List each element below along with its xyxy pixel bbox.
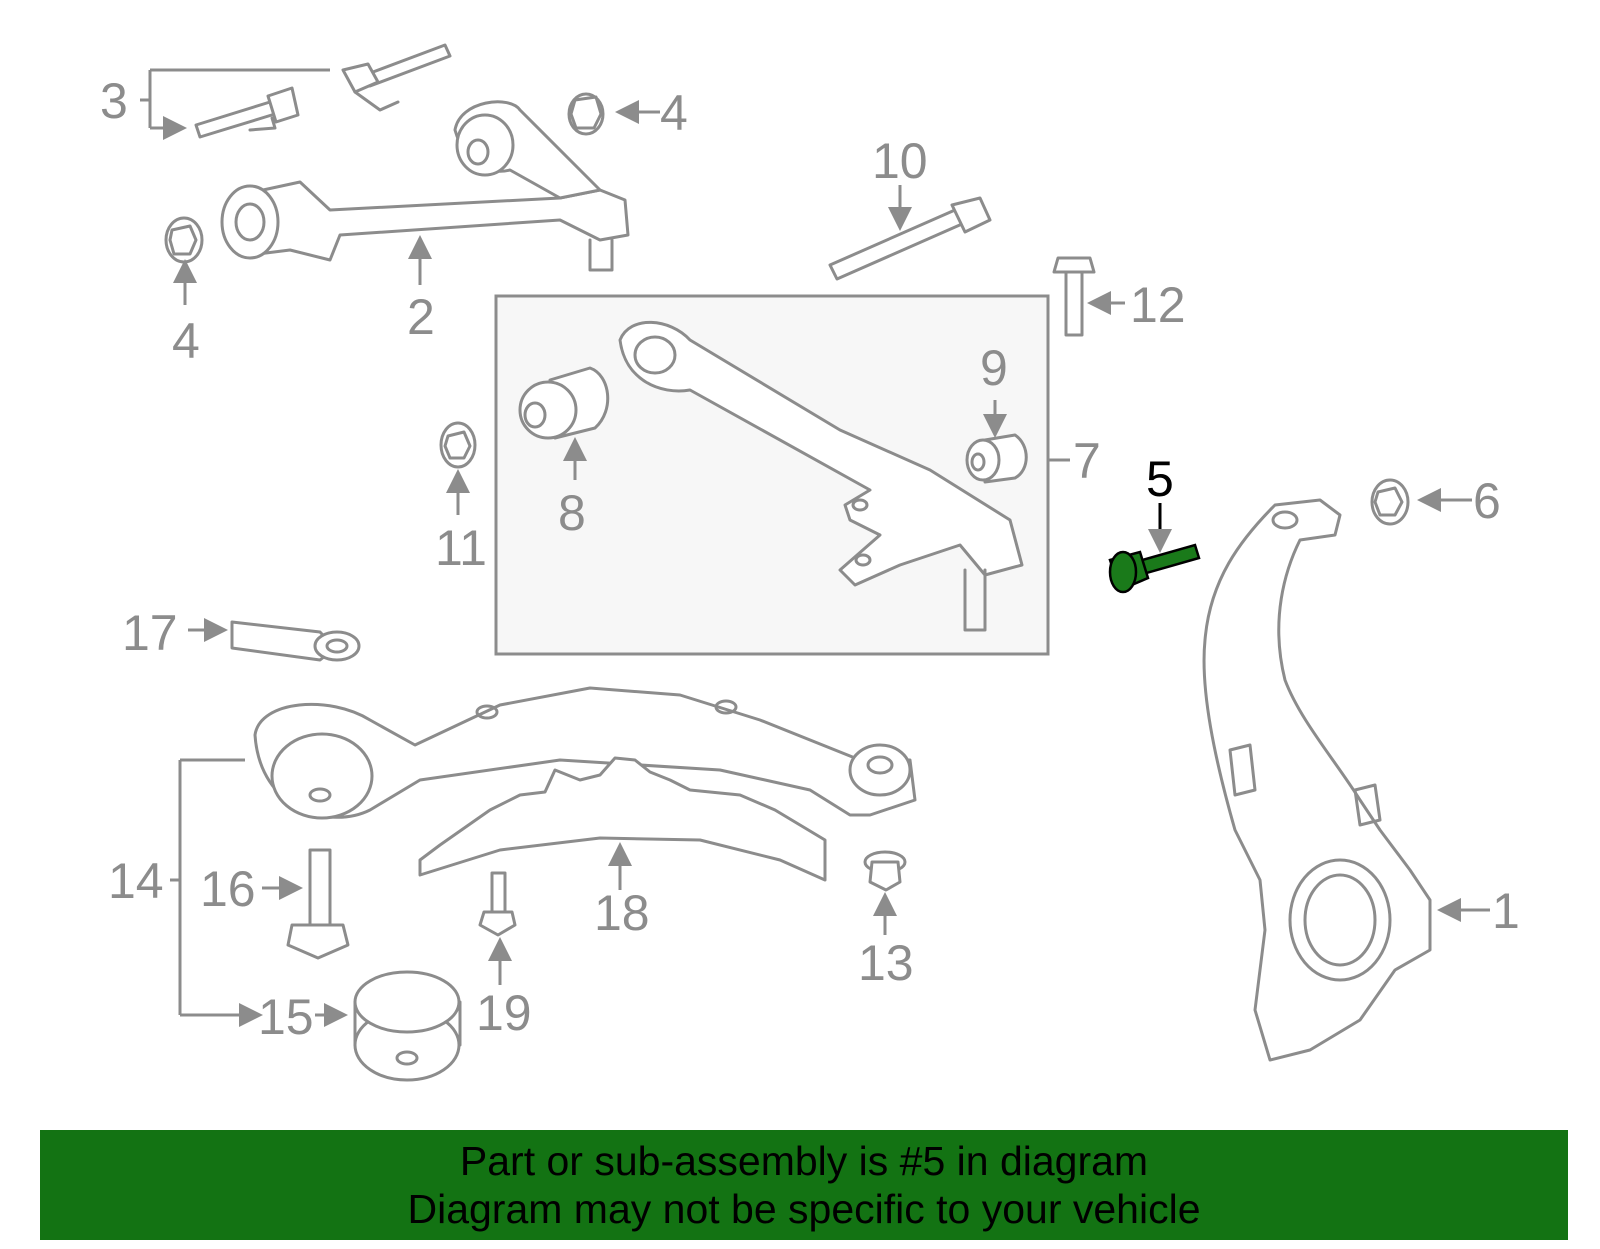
callout-8: 8 [558, 485, 586, 541]
callout-19: 19 [476, 985, 532, 1041]
part-11-nut[interactable] [439, 421, 477, 469]
part-7-lower-arm[interactable] [618, 320, 1024, 632]
info-banner: Part or sub-assembly is #5 in diagram Di… [40, 1130, 1568, 1240]
callout-10: 10 [872, 133, 928, 189]
callout-4-left: 4 [172, 313, 200, 369]
callout-5: 5 [1146, 451, 1174, 507]
callout-7: 7 [1073, 433, 1101, 489]
banner-line-2: Diagram may not be specific to your vehi… [407, 1186, 1201, 1232]
callout-15: 15 [258, 989, 314, 1045]
banner-line-1: Part or sub-assembly is #5 in diagram [459, 1138, 1149, 1184]
part-16-bolt[interactable] [286, 848, 350, 960]
part-9-bushing[interactable] [965, 433, 1028, 484]
callout-17: 17 [122, 605, 178, 661]
part-19-bolt[interactable] [478, 871, 517, 937]
part-1-knuckle[interactable] [1202, 498, 1432, 1062]
part-4-nut-top[interactable] [567, 92, 605, 136]
part-4-nut-left[interactable] [164, 216, 204, 264]
part-8-bushing[interactable] [518, 366, 610, 440]
callout-2: 2 [407, 289, 435, 345]
callout-6: 6 [1473, 473, 1501, 529]
part-3-bolts[interactable] [194, 43, 452, 139]
part-12-bolt[interactable] [1052, 256, 1096, 337]
callout-4-top: 4 [660, 85, 688, 141]
part-5-bolt[interactable] [1108, 543, 1201, 594]
callout-9: 9 [980, 340, 1008, 396]
part-6-nut[interactable] [1370, 478, 1410, 526]
part-2-upper-arm[interactable] [220, 100, 630, 272]
inset-box-7 [494, 294, 1050, 656]
parts-diagram: 3 4 4 2 10 12 9 7 8 11 5 6 17 1 14 16 18… [100, 43, 1520, 1082]
callout-16: 16 [200, 861, 256, 917]
part-17-link[interactable] [230, 620, 361, 662]
callout-18: 18 [594, 885, 650, 941]
callout-1: 1 [1492, 883, 1520, 939]
part-10-bolt[interactable] [828, 196, 992, 281]
callout-3: 3 [100, 73, 128, 129]
callout-labels: 3 4 4 2 10 12 9 7 8 11 5 6 17 1 14 16 18… [100, 73, 1520, 1045]
callout-11: 11 [435, 520, 487, 576]
leader-lines [140, 68, 1490, 1015]
part-15-bushing[interactable] [353, 970, 462, 1082]
part-18-shield[interactable] [418, 756, 827, 882]
callout-14: 14 [108, 853, 164, 909]
part-13-nut[interactable] [863, 850, 907, 892]
part-14-lower-arm[interactable] [253, 686, 917, 820]
callout-12: 12 [1130, 277, 1186, 333]
callout-13: 13 [858, 935, 914, 991]
